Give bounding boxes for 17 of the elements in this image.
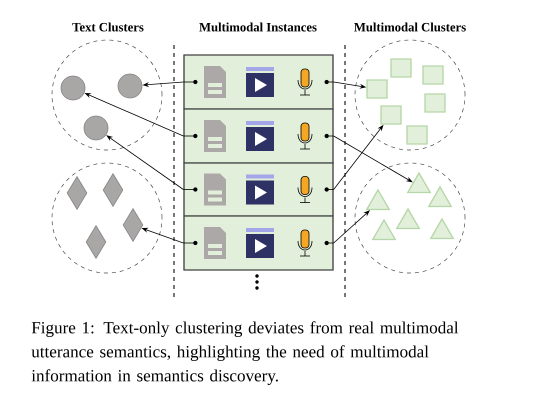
column-heading: Multimodal Instances	[199, 22, 317, 32]
circle-marker	[60, 76, 86, 100]
cluster-circle	[52, 40, 162, 150]
square-marker	[406, 125, 428, 145]
square-marker	[380, 105, 402, 125]
cluster-circle	[354, 162, 466, 274]
column-heading: Text Clusters	[72, 22, 144, 32]
circle-marker	[84, 116, 108, 140]
square-marker	[390, 58, 412, 78]
figure-caption: Figure 1: Text-only clustering deviates from real multimodal utterance semantics, highlighting the need of multimodal information in semantics discovery.	[32, 321, 458, 385]
circle-marker	[118, 74, 142, 98]
cluster-circle	[354, 40, 466, 150]
cluster-circle	[52, 162, 162, 274]
square-marker	[422, 65, 444, 85]
square-marker	[424, 93, 446, 113]
column-heading: Multimodal Clusters	[354, 22, 466, 32]
square-marker	[366, 79, 388, 99]
